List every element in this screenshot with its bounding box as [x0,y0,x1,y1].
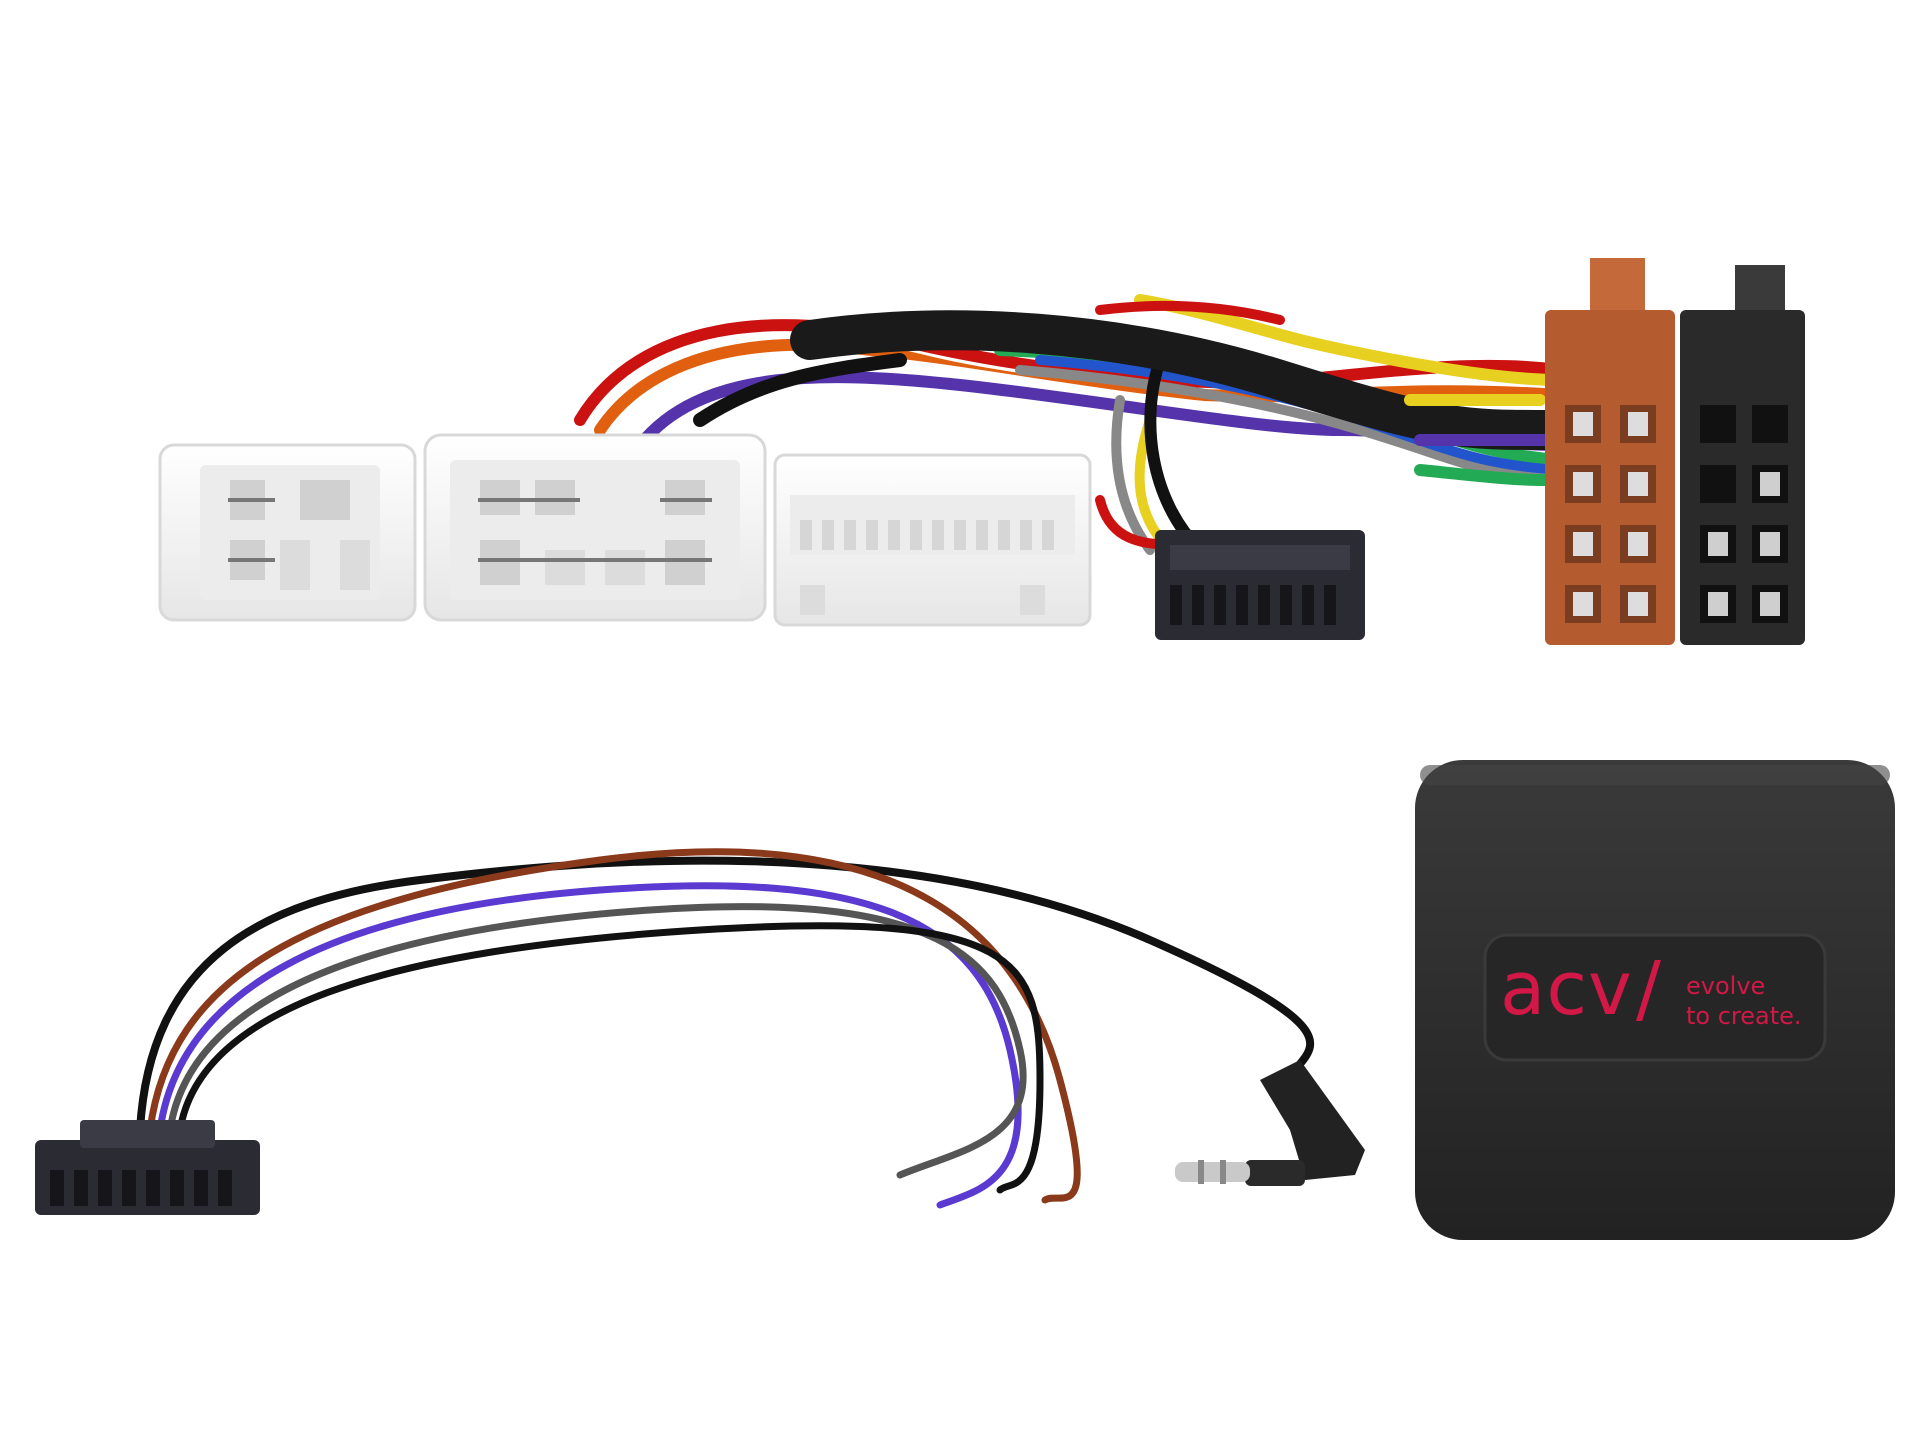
white-connector-right [773,453,1092,627]
brand-tagline-line2: to create. [1686,1002,1802,1030]
interface-module [1415,760,1895,1240]
iso-connector-black [1680,265,1805,645]
iso-connector-orange [1545,258,1675,645]
steering-lead-plug [35,1120,260,1215]
brand-logo-slash: / [1636,946,1661,1032]
white-connector-left [158,443,417,622]
brand-tagline-line1: evolve [1686,972,1766,1000]
black-plug-top [1155,530,1365,640]
audio-jack [1175,1060,1365,1186]
steering-lead-wires [136,848,1315,1209]
white-connector-middle [423,433,767,622]
brand-logo-text: acv [1500,946,1633,1032]
